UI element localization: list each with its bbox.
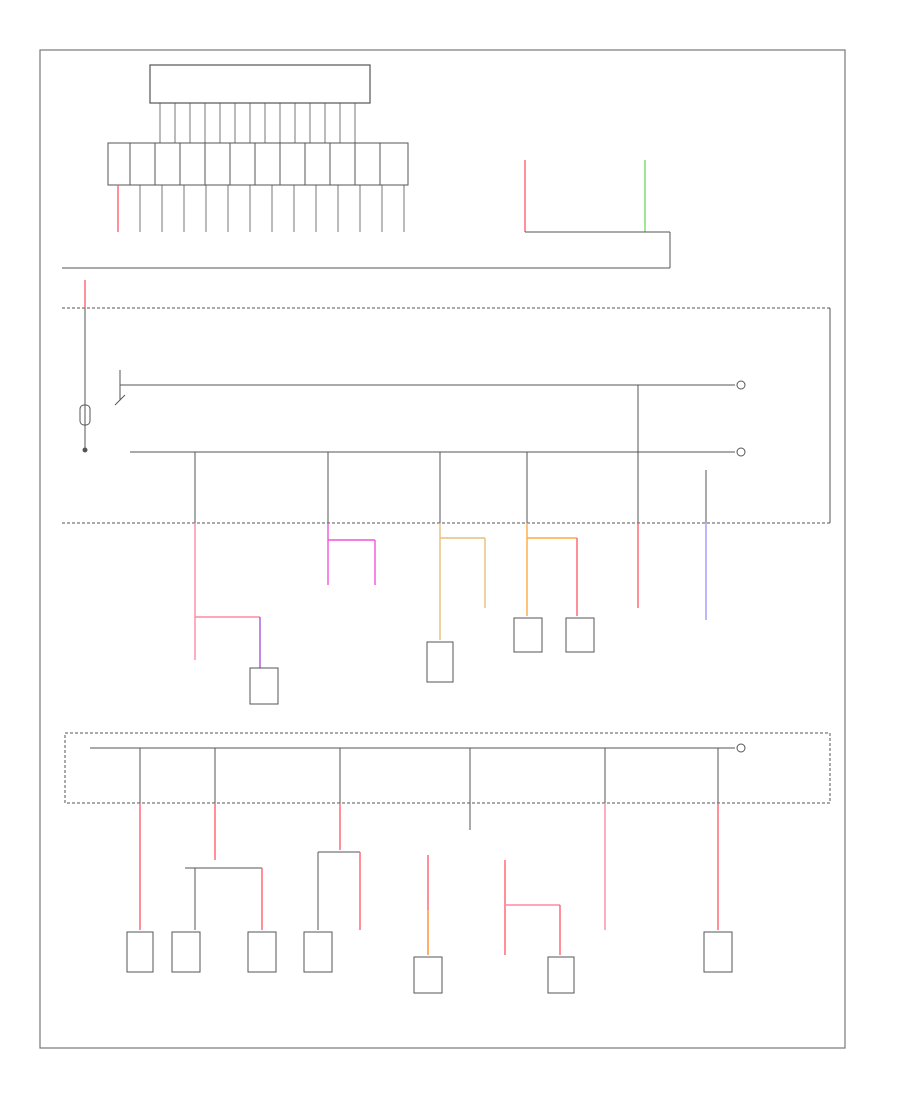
- component-box: [249, 667, 279, 705]
- component-box: [303, 931, 333, 973]
- splice-dot: [82, 447, 88, 453]
- top-right-feeds: [62, 160, 671, 269]
- lower-module: [64, 732, 831, 804]
- power-distribution-box: [149, 64, 371, 104]
- fuse-block-inner: [107, 142, 409, 186]
- component-box: [547, 956, 575, 994]
- component-box: [565, 617, 595, 653]
- middle-section: [194, 523, 707, 705]
- connector-symbol: [736, 743, 746, 753]
- relay-switch: [114, 394, 126, 406]
- component-box: [413, 956, 443, 994]
- upper-module: [62, 280, 831, 524]
- component-box: [126, 931, 154, 973]
- fuse-symbol: [79, 404, 91, 426]
- component-box: [171, 931, 201, 973]
- top-fuse-block: [107, 64, 409, 232]
- component-box: [247, 931, 277, 973]
- diagram-frame: [39, 49, 846, 1049]
- bottom-section: [126, 803, 733, 994]
- component-box: [703, 931, 733, 973]
- component-box: [426, 641, 454, 683]
- component-box: [513, 617, 543, 653]
- connector-symbol: [736, 447, 746, 457]
- connector-symbol: [736, 380, 746, 390]
